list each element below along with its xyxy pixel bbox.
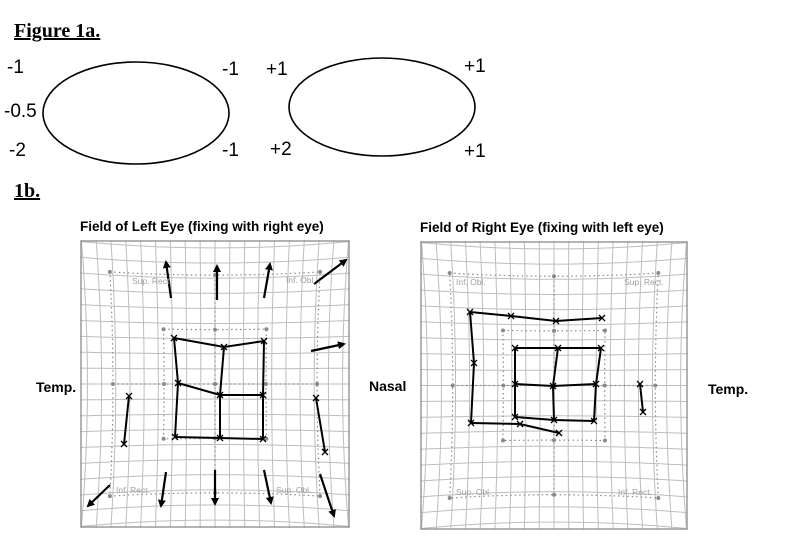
- grid-line-vertical: [680, 241, 688, 530]
- left-eye-ellipse: [42, 61, 230, 165]
- field-dot: [656, 496, 661, 500]
- left-eye-hess-chart: Sup. Rect. Inf. Obl. Inf. Rect. Sup. Obl…: [80, 240, 350, 528]
- left-field-dots: [107, 269, 323, 499]
- left-ellipse-bottom-left-value: -2: [9, 140, 26, 161]
- field-guide-line: [109, 271, 321, 497]
- field-dot: [501, 328, 505, 333]
- field-dot: [318, 494, 323, 499]
- left-panel-frame: [80, 240, 350, 528]
- field-dot: [602, 383, 607, 388]
- field-dot: [107, 494, 112, 499]
- grid-line-vertical: [327, 240, 335, 528]
- left-arrows: [86, 258, 348, 518]
- grid-line-horizontal: [80, 459, 350, 464]
- right-muscle-bottom-right: Inf. Rect.: [618, 487, 652, 497]
- temporal-label-left: Temp.: [36, 379, 77, 395]
- grid-line-vertical: [242, 240, 246, 528]
- field-dot: [447, 271, 452, 275]
- right-ellipse-bottom-left-value: +2: [270, 139, 292, 160]
- right-muscle-top-left: Inf. Obl.: [456, 277, 486, 287]
- grid-line-vertical: [652, 241, 658, 530]
- left-measured-lines: [123, 337, 326, 453]
- left-ellipse-middle-left-value: -0.5: [4, 101, 37, 122]
- left-muscle-bottom-left: Inf. Rect.: [116, 485, 150, 495]
- right-muscle-bottom-left: Sup. Obl.: [456, 487, 491, 497]
- right-eye-ellipse: [288, 57, 476, 157]
- right-ellipse-top-left-value: +1: [266, 59, 288, 80]
- grid-line-horizontal: [80, 444, 350, 449]
- left-grid-lines: [80, 240, 350, 528]
- grid-line-horizontal: [80, 398, 350, 401]
- left-panel-title: Field of Left Eye (fixing with right eye…: [80, 219, 324, 234]
- field-dot: [264, 327, 269, 332]
- right-ellipse-top-right-value: +1: [464, 56, 486, 77]
- grid-line-horizontal: [420, 506, 688, 514]
- right-cross-markers: [466, 308, 647, 437]
- field-dot: [161, 327, 166, 332]
- field-dot: [447, 496, 452, 500]
- grid-line-vertical: [228, 240, 231, 528]
- field-dot: [107, 269, 112, 274]
- field-dot: [501, 438, 505, 443]
- field-dot: [552, 492, 556, 497]
- right-eye-hess-chart: Inf. Obl. Sup. Rect. Sup. Obl. Inf. Rect…: [420, 241, 688, 530]
- figure-1a-title: Figure 1a.: [14, 20, 101, 42]
- grid-line-horizontal: [80, 519, 350, 528]
- grid-line-horizontal: [420, 476, 688, 482]
- grid-line-horizontal: [80, 413, 350, 417]
- figure-1b-title: 1b.: [14, 180, 41, 202]
- grid-line-vertical: [285, 240, 291, 528]
- left-muscle-bottom-right: Sup. Obl.: [276, 485, 311, 495]
- right-ellipse-bottom-right-value: +1: [464, 141, 486, 162]
- field-dot: [603, 328, 607, 333]
- nasal-label: Nasal: [369, 378, 407, 394]
- field-dot: [264, 436, 269, 441]
- left-muscle-top-right: Inf. Obl.: [286, 275, 316, 285]
- field-dot: [162, 382, 166, 386]
- right-grid-lines: [420, 241, 688, 530]
- field-dot: [603, 438, 607, 443]
- grid-line-vertical: [666, 241, 673, 530]
- field-dot: [110, 382, 115, 386]
- right-panel-frame: [420, 241, 688, 530]
- grid-line-horizontal: [420, 521, 688, 530]
- temporal-label-right: Temp.: [708, 381, 749, 397]
- grid-line-horizontal: [420, 491, 688, 498]
- field-dot: [318, 269, 323, 274]
- left-ellipse-bottom-right-value: -1: [222, 140, 239, 161]
- left-ellipse-top-right-value: -1: [222, 59, 239, 80]
- field-dot: [552, 438, 556, 443]
- grid-line-horizontal: [420, 445, 688, 450]
- field-dot: [315, 382, 320, 386]
- field-dot: [161, 436, 166, 441]
- grid-line-vertical: [299, 240, 305, 528]
- left-ellipse-top-left-value: -1: [7, 57, 24, 78]
- left-muscle-top-left: Sup. Rect.: [132, 276, 172, 286]
- right-measured-lines: [469, 311, 644, 434]
- grid-line-vertical: [313, 240, 320, 528]
- grid-line-vertical: [342, 240, 350, 528]
- right-panel-title: Field of Right Eye (fixing with left eye…: [420, 220, 664, 235]
- field-dot: [656, 271, 661, 275]
- right-muscle-top-right: Sup. Rect.: [624, 277, 664, 287]
- left-cross-markers: [120, 334, 329, 456]
- figure-1a-ellipses: [42, 57, 476, 165]
